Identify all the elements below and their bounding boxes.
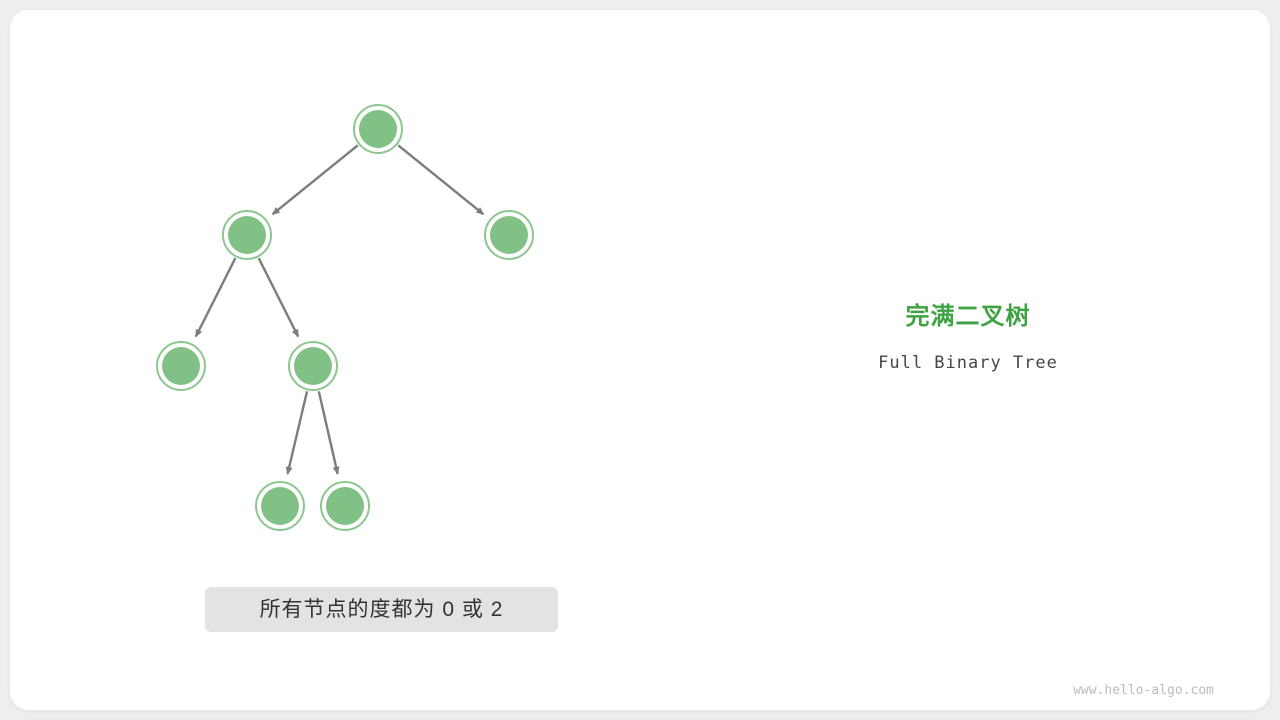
tree-edge	[194, 257, 237, 338]
tree-nodes	[156, 104, 534, 531]
tree-node	[222, 210, 272, 260]
tree-node	[255, 481, 305, 531]
watermark-text: www.hello-algo.com	[1073, 683, 1214, 698]
tree-edge	[257, 257, 300, 338]
tree-edge	[271, 144, 359, 216]
tree-edge	[285, 391, 309, 475]
tree-node	[288, 341, 338, 391]
tree-edge	[397, 144, 485, 216]
tree-node	[484, 210, 534, 260]
tree-node	[156, 341, 206, 391]
tree-edge	[317, 391, 340, 475]
caption-box: 所有节点的度都为 0 或 2	[205, 587, 558, 632]
diagram-subtitle: Full Binary Tree	[878, 353, 1058, 373]
diagram-title: 完满二叉树	[905, 303, 1031, 330]
tree-node	[353, 104, 403, 154]
title-block: 完满二叉树 Full Binary Tree	[758, 296, 1178, 373]
tree-edges	[194, 144, 485, 475]
tree-node	[320, 481, 370, 531]
